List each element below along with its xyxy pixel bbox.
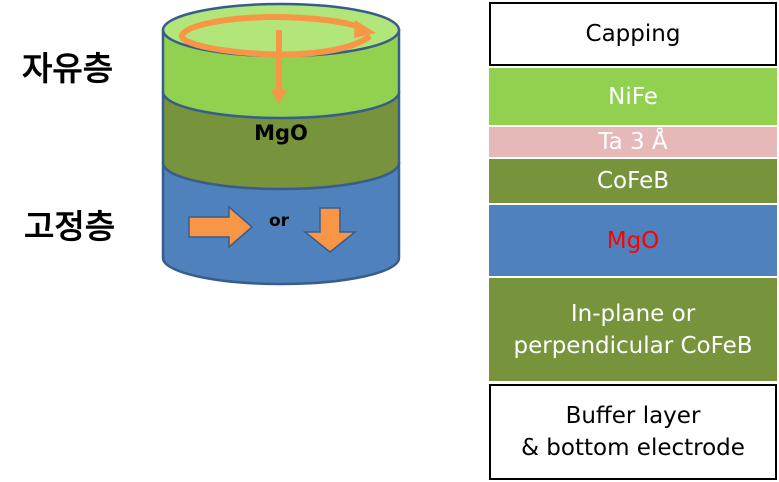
or-label: or: [269, 211, 290, 231]
mtj-cylinder: MgO or: [161, 2, 401, 286]
pinned-layer-label: 고정층: [24, 207, 116, 246]
layer-ta: Ta 3 Å: [489, 127, 777, 157]
mgo-label: MgO: [254, 121, 308, 145]
mgo-layer-body: [161, 90, 401, 191]
layer-capping: Capping: [489, 2, 777, 66]
layer-mgo: MgO: [489, 205, 777, 276]
precession-arrow-icon: [179, 13, 376, 58]
pinned-in-plane-arrow-icon: [188, 205, 254, 249]
layer-buffer-electrode: Buffer layer & bottom electrode: [489, 384, 777, 480]
layer-cofeb: CoFeB: [489, 159, 777, 203]
pinned-perpendicular-arrow-icon: [302, 207, 358, 253]
layer-nife: NiFe: [489, 68, 777, 125]
pinned-layer-body: [161, 161, 401, 286]
layer-pinned-cofeb: In-plane or perpendicular CoFeB: [489, 278, 777, 381]
free-layer-label: 자유층: [22, 49, 114, 88]
free-layer-magnetization-arrow-icon: [271, 30, 287, 104]
layer-stack: Capping NiFe Ta 3 Å CoFeB MgO In-plane o…: [489, 0, 779, 482]
